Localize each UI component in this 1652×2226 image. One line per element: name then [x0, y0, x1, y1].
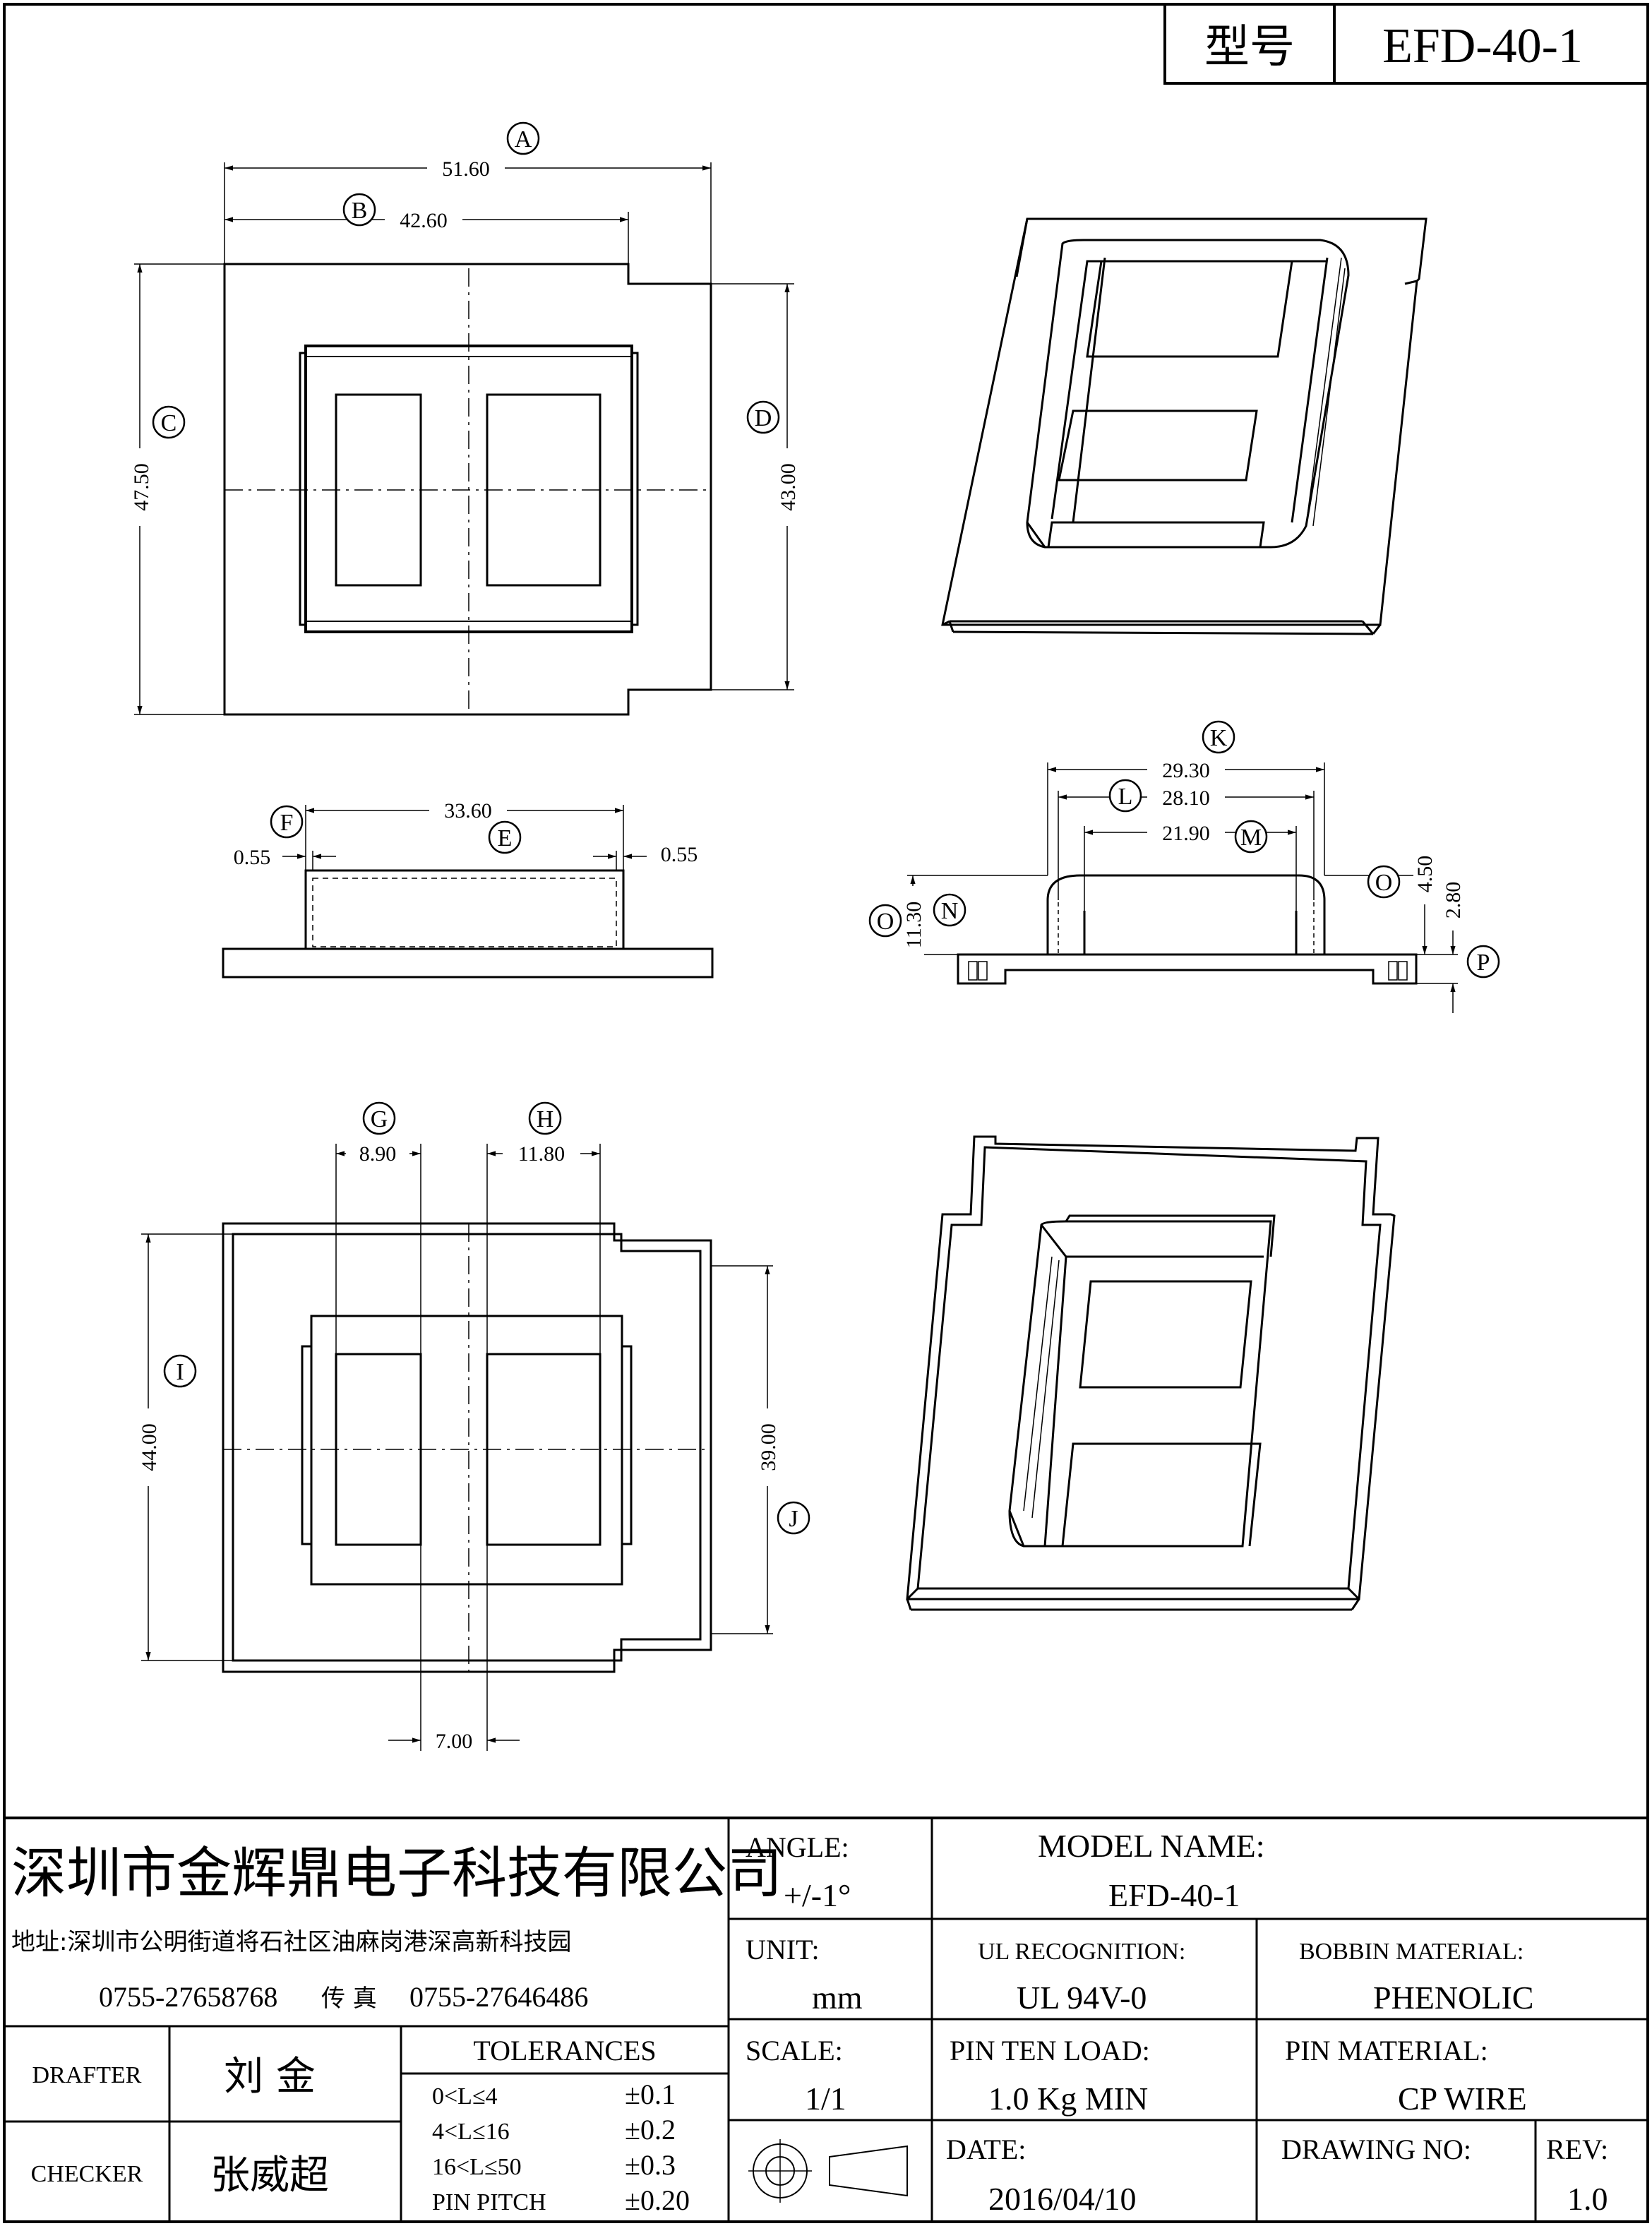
tol-range: 4<L≤16 — [432, 2119, 510, 2145]
checker-label: CHECKER — [31, 2161, 143, 2187]
section-view-labels: 29.30 K 28.10 L 21.90 M 11.30 N O 4.50 O… — [868, 720, 1500, 979]
dim-f2-value: 0.55 — [661, 843, 698, 866]
bottom-view-labels: G 8.90 H 11.80 44.00 I 39.00 J 7.00 — [137, 1101, 810, 1753]
tol-range: 0<L≤4 — [432, 2083, 498, 2110]
unit-label: UNIT: — [746, 1934, 820, 1965]
company-phone: 0755-27658768 — [99, 1981, 277, 2013]
dim-h-tag: H — [537, 1106, 554, 1132]
dim-p-tag: P — [1477, 950, 1490, 976]
dim-c-tag: C — [161, 410, 177, 436]
top-view — [134, 162, 794, 716]
bobbin-label: BOBBIN MATERIAL: — [1299, 1939, 1524, 1965]
dim-o-tag: O — [877, 909, 894, 935]
side-view-labels: 33.60 E F 0.55 0.55 — [234, 799, 698, 869]
dim-n-value: 11.30 — [902, 902, 926, 948]
model-name-value: EFD-40-1 — [1108, 1877, 1240, 1913]
dim-a-tag: A — [515, 126, 532, 152]
unit-value: mm — [812, 1980, 863, 2016]
tol-value: ±0.2 — [625, 2114, 676, 2146]
tolerances-label: TOLERANCES — [473, 2035, 656, 2066]
side-view-body — [304, 869, 625, 950]
dim-j-tag: J — [789, 1506, 798, 1532]
drawing-no-label: DRAWING NO: — [1281, 2134, 1471, 2165]
drafter-name: 刘 金 — [224, 2054, 316, 2100]
title-block-text: 深圳市金辉鼎电子科技有限公司 地址:深圳市公明街道将石社区油麻岗港深高新科技园 … — [11, 1828, 1608, 2217]
company-name: 深圳市金辉鼎电子科技有限公司 — [11, 1842, 782, 1905]
company-fax-label: 传 真 — [321, 1985, 377, 2013]
bobbin-value: PHENOLIC — [1373, 1980, 1533, 2016]
dim-g-value: 8.90 — [359, 1142, 397, 1166]
dim-f-tag: F — [280, 810, 294, 836]
dim-i-value: 44.00 — [138, 1423, 161, 1471]
dim-h-value: 11.80 — [518, 1142, 565, 1166]
dim-m-tag: M — [1240, 825, 1262, 851]
tol-range: PIN PITCH — [432, 2189, 546, 2215]
company-address: 地址:深圳市公明街道将石社区油麻岗港深高新科技园 — [11, 1928, 571, 1956]
dim-g-tag: G — [371, 1106, 388, 1132]
ul-label: UL RECOGNITION: — [978, 1939, 1185, 1965]
pin-material-label: PIN MATERIAL: — [1285, 2035, 1488, 2066]
dim-d-value: 43.00 — [777, 463, 800, 511]
date-value: 2016/04/10 — [988, 2181, 1137, 2217]
dim-d-tag: D — [755, 405, 772, 431]
pin-material-value: CP WIRE — [1398, 2081, 1527, 2117]
tol-value: ±0.1 — [625, 2078, 676, 2110]
dim-c-value: 47.50 — [130, 463, 153, 511]
side-view-base — [222, 947, 714, 979]
dim-o2-tag: O — [1375, 870, 1393, 896]
iso-view-top — [941, 217, 1427, 635]
tol-value: ±0.3 — [625, 2149, 676, 2181]
rev-value: 1.0 — [1567, 2181, 1608, 2217]
dim-e-tag: E — [498, 825, 513, 851]
dim-o-value: 4.50 — [1413, 856, 1437, 893]
dim-k-value: 29.30 — [1162, 759, 1210, 782]
dim-b-value: 42.60 — [400, 209, 448, 232]
ul-value: UL 94V-0 — [1017, 1980, 1147, 2016]
drafter-label: DRAFTER — [32, 2062, 142, 2088]
dim-l-tag: L — [1118, 784, 1133, 810]
tol-value: ±0.20 — [625, 2184, 690, 2216]
side-view — [222, 805, 714, 979]
bottom-view — [141, 1144, 773, 1751]
angle-value: +/-1° — [784, 1877, 851, 1913]
dim-m-value: 21.90 — [1162, 822, 1210, 845]
dim-l-value: 28.10 — [1162, 786, 1210, 810]
scale-value: 1/1 — [805, 2081, 846, 2117]
header-model-box: 型号 EFD-40-1 — [1163, 3, 1649, 85]
dim-j-value: 39.00 — [757, 1423, 780, 1471]
dim-e-value: 33.60 — [444, 799, 492, 822]
rev-label: REV: — [1546, 2134, 1608, 2165]
date-label: DATE: — [946, 2134, 1026, 2165]
checker-name: 张威超 — [210, 2153, 329, 2198]
dim-p-value: 2.80 — [1442, 882, 1465, 919]
pin-load-label: PIN TEN LOAD: — [950, 2035, 1150, 2066]
header-model-label: 型号 — [1204, 21, 1295, 73]
dim-f-value: 0.55 — [234, 846, 271, 869]
bottom-view-flange-outer — [222, 1222, 712, 1673]
dim-i-tag: I — [176, 1359, 184, 1385]
header-model-value: EFD-40-1 — [1382, 19, 1583, 73]
title-block — [4, 1817, 1648, 2222]
iso-view-bottom — [906, 1135, 1396, 1611]
dim-gap-value: 7.00 — [436, 1730, 473, 1753]
dim-a-value: 51.60 — [442, 157, 490, 181]
dim-n-tag: N — [941, 898, 959, 924]
dim-k-tag: K — [1210, 725, 1228, 751]
drawing-border — [3, 3, 1649, 2223]
model-name-label: MODEL NAME: — [1038, 1828, 1265, 1864]
company-fax: 0755-27646486 — [409, 1981, 588, 2013]
top-view-labels: 51.60 A 42.60 B 47.50 C 43.00 D — [128, 121, 800, 526]
dim-b-tag: B — [352, 198, 368, 224]
pin-load-value: 1.0 Kg MIN — [988, 2081, 1148, 2117]
angle-label: ANGLE: — [746, 1831, 849, 1863]
tol-range: 16<L≤50 — [432, 2154, 522, 2180]
scale-label: SCALE: — [746, 2035, 843, 2066]
